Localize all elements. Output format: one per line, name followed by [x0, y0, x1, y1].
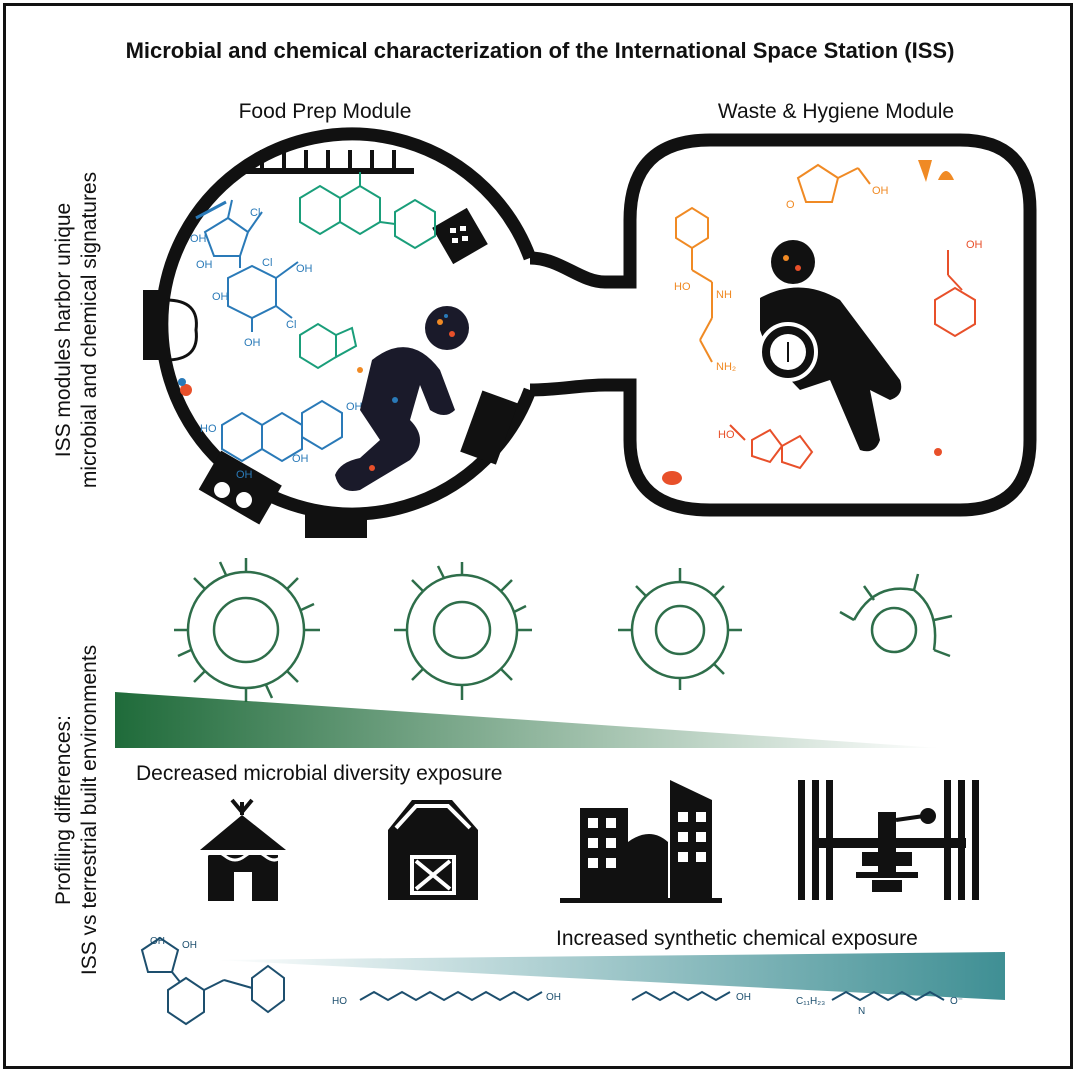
top-side-label-line1: ISS modules harbor unique	[52, 203, 75, 458]
chem-label: OH	[872, 185, 889, 197]
chem-label: O	[786, 199, 795, 211]
phylo-tree-high-diversity	[174, 558, 320, 702]
synthetic-chemical-gradient	[215, 952, 1005, 1000]
chem-label: NH₂	[716, 361, 736, 373]
chem-label: HO	[332, 996, 347, 1007]
bottom-molecules: OH OH HO OH OH C₁₁H₂₃ N O⁻	[140, 936, 963, 1026]
chem-label: OH	[236, 469, 253, 481]
chem-label: OH	[346, 401, 363, 413]
microbial-diversity-caption: Decreased microbial diversity exposure	[136, 762, 503, 785]
phylo-tree-medium-high-diversity	[394, 562, 532, 700]
chem-label: HO	[674, 281, 691, 293]
chem-label: OH	[546, 992, 561, 1003]
food-prep-molecules: Cl Cl Cl OH OH OH OH OH HO OH OH OH	[178, 172, 436, 481]
figure-frame	[3, 3, 1073, 1069]
chem-label: O⁻	[950, 996, 963, 1007]
chem-label: OH	[196, 259, 213, 271]
synthetic-chemical-caption: Increased synthetic chemical exposure	[556, 927, 918, 950]
waste-hygiene-molecules: OH O HO NH NH₂ OH HO	[662, 163, 983, 485]
chem-label: HO	[718, 429, 735, 441]
chem-label: OH	[736, 992, 751, 1003]
chem-label: OH	[182, 940, 197, 951]
chem-label: N	[858, 1006, 865, 1017]
top-side-label-line2: microbial and chemical signatures	[78, 172, 101, 488]
food-prep-fixtures	[143, 150, 519, 538]
chem-label: Cl	[286, 319, 296, 331]
chem-label: Cl	[250, 207, 260, 219]
city-buildings-icon	[560, 780, 722, 903]
space-station-icon	[798, 780, 979, 900]
chem-label: OH	[296, 263, 313, 275]
waste-hygiene-module-title: Waste & Hygiene Module	[718, 100, 954, 123]
bottom-side-label-line2: ISS vs terrestrial built environments	[78, 645, 101, 975]
barn-icon	[388, 800, 478, 900]
chem-label: NH	[716, 289, 732, 301]
microbial-diversity-gradient	[115, 692, 940, 748]
bottom-side-label-line1: Profiling differences:	[52, 715, 75, 905]
chem-label: C₁₁H₂₃	[796, 996, 825, 1007]
phylo-tree-low-diversity	[839, 573, 953, 658]
chem-label: HO	[200, 423, 217, 435]
astronaut-icon	[758, 240, 902, 452]
astronaut-icon	[335, 306, 469, 491]
chem-label: OH	[190, 233, 207, 245]
chem-label: OH	[244, 337, 261, 349]
chem-label: Cl	[262, 257, 272, 269]
chem-label: OH	[212, 291, 229, 303]
phylogenetic-trees	[174, 558, 953, 702]
figure-title: Microbial and chemical characterization …	[126, 38, 955, 63]
chem-label: OH	[150, 936, 165, 947]
chem-label: OH	[966, 239, 983, 251]
phylo-tree-medium-diversity	[618, 568, 742, 690]
food-prep-module-title: Food Prep Module	[239, 100, 412, 123]
chem-label: OH	[292, 453, 309, 465]
waste-hygiene-fixtures	[918, 160, 954, 182]
hut-icon	[200, 798, 286, 901]
